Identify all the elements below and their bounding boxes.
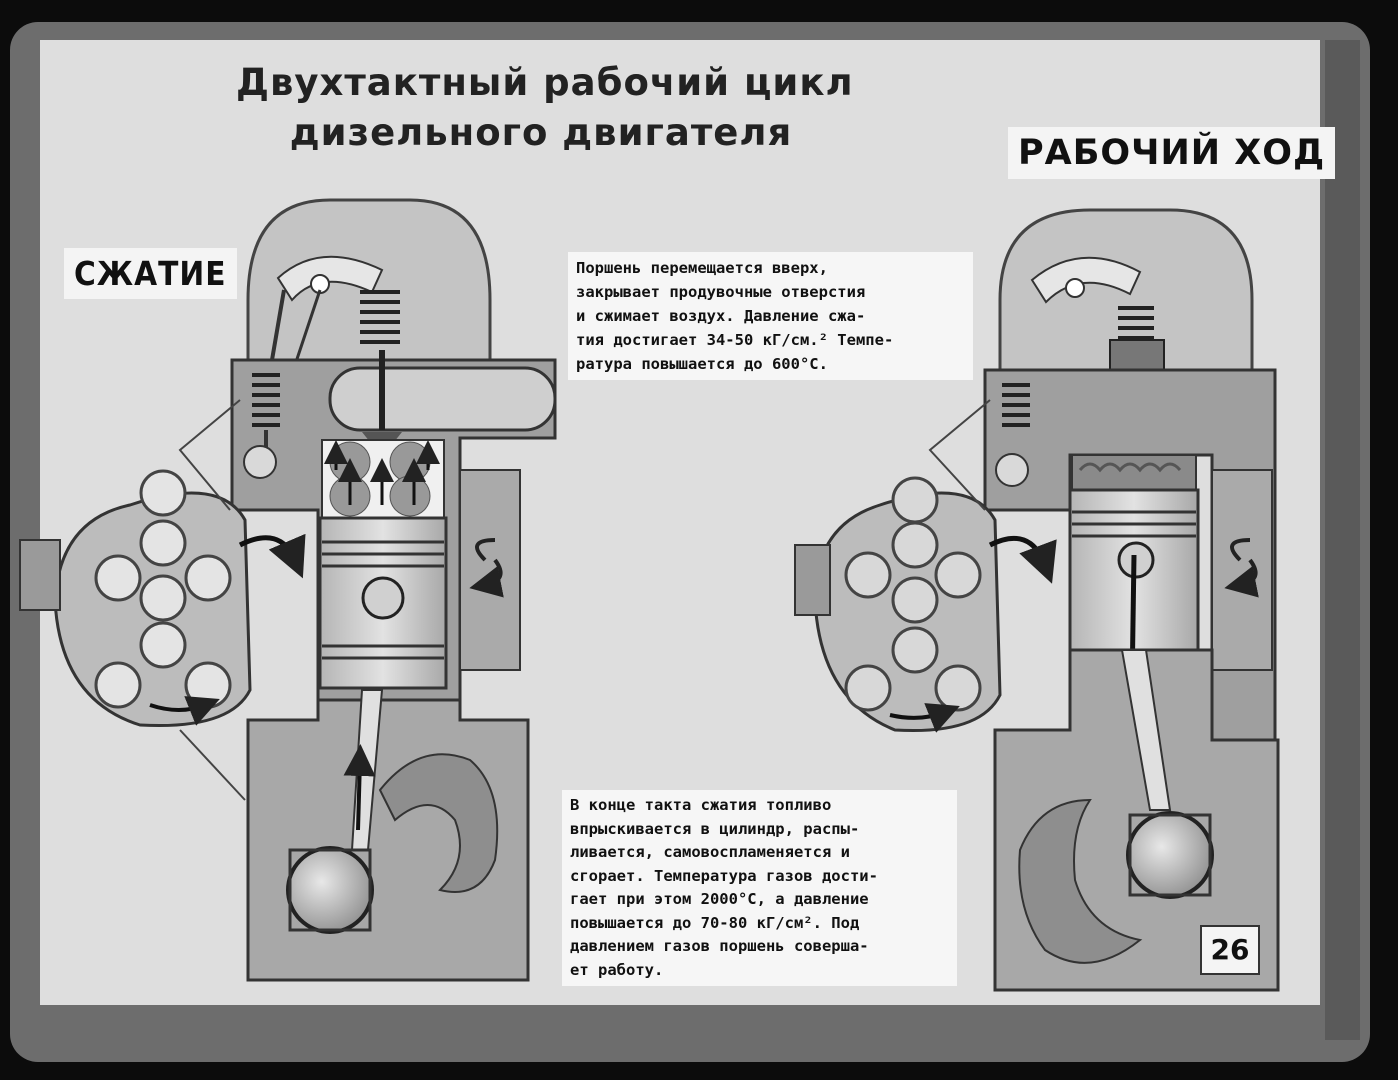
note-bottom-line: гает при этом 2000°С, а давление [570,890,869,908]
engine-left-compression [19,198,557,982]
engine-right-power-stroke [794,208,1280,992]
note-bottom-line: ливается, самовоспламеняется и [570,843,850,861]
note-bottom-line: ет работу. [570,960,664,979]
note-bottom-line: сгорает. Температура газов дости- [570,866,878,885]
note-bottom-line: давлением газов поршень соверша- [570,937,869,955]
note-bottom-line: В конце такта сжатия топливо [570,796,832,814]
compression-description: Поршень перемещается вверх, закрывает пр… [568,252,973,380]
note-top-line: тия достигает 34-50 кГ/см.² Темпе- [576,331,894,349]
note-bottom-line: повышается до 70-80 кГ/см². Под [570,913,860,932]
power-stroke-description: В конце такта сжатия топливо впрыскивает… [562,790,957,986]
note-top-line: закрывает продувочные отверстия [576,283,866,301]
power-stroke-label: РАБОЧИЙ ХОД [1008,127,1336,179]
title-line-2: дизельного двигателя [289,111,793,154]
note-top-line: ратура повышается до 600°С. [576,355,828,373]
compression-label: СЖАТИЕ [64,248,237,299]
note-top-line: и сжимает воздух. Давление сжа- [576,307,866,325]
title-line-1: Двухтактный рабочий цикл [236,61,854,104]
note-top-line: Поршень перемещается вверх, [576,259,828,277]
diagram-title: Двухтактный рабочий цикл дизельного двиг… [236,58,854,162]
page-number: 26 [1200,925,1260,975]
note-bottom-line: впрыскивается в цилиндр, распы- [570,819,860,838]
